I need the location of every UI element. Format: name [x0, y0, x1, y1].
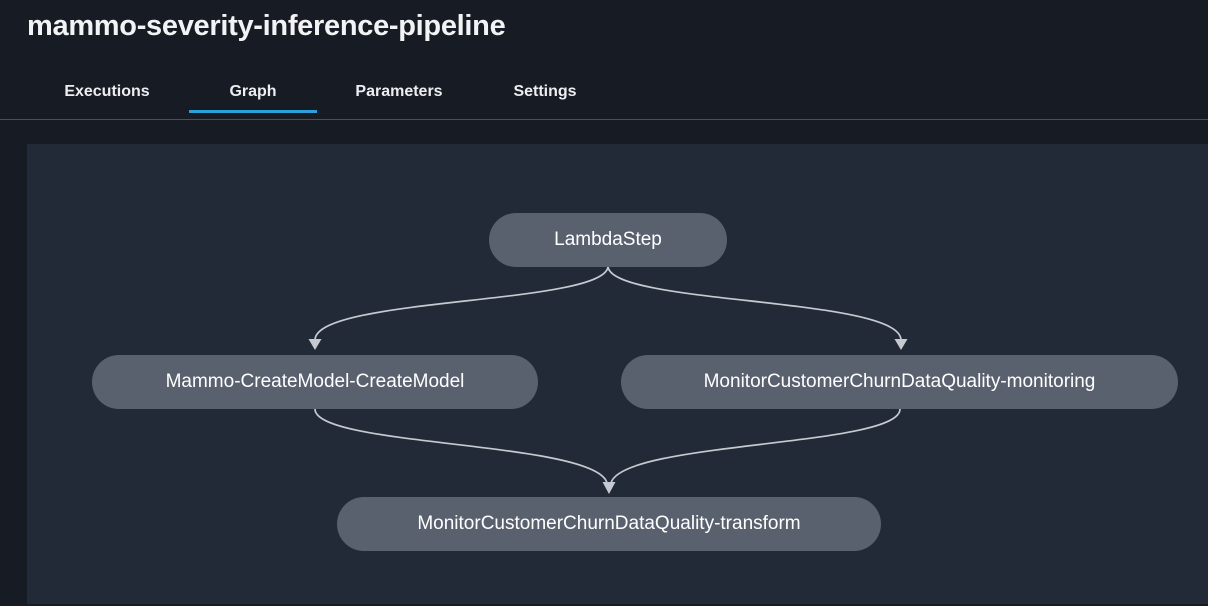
graph-node-label: LambdaStep — [554, 229, 662, 250]
edge-monitoring-to-transform — [610, 408, 901, 484]
pipeline-graph-canvas[interactable]: LambdaStep Mammo-CreateModel-CreateModel… — [27, 144, 1208, 604]
graph-node-createmodel[interactable]: Mammo-CreateModel-CreateModel — [92, 355, 538, 409]
tab-graph[interactable]: Graph — [189, 82, 317, 113]
tab-bar: Executions Graph Parameters Settings — [43, 82, 1208, 113]
graph-node-label: Mammo-CreateModel-CreateModel — [165, 371, 465, 392]
tab-bar-divider — [0, 119, 1208, 120]
tab-settings[interactable]: Settings — [513, 83, 577, 100]
tab-executions[interactable]: Executions — [64, 83, 150, 100]
tab-parameters[interactable]: Parameters — [355, 83, 443, 100]
arrowhead-icon-transform — [602, 482, 616, 494]
arrowhead-icon-createmodel — [308, 339, 322, 350]
edge-createmodel-to-transform — [314, 408, 608, 484]
graph-node-transform[interactable]: MonitorCustomerChurnDataQuality-transfor… — [337, 497, 881, 551]
arrowhead-icon-monitoring — [894, 339, 908, 350]
graph-node-label: MonitorCustomerChurnDataQuality-transfor… — [417, 513, 801, 534]
graph-node-monitoring[interactable]: MonitorCustomerChurnDataQuality-monitori… — [621, 355, 1178, 409]
graph-node-lambdastep[interactable]: LambdaStep — [489, 213, 727, 267]
page-title: mammo-severity-inference-pipeline — [27, 10, 506, 42]
graph-node-label: MonitorCustomerChurnDataQuality-monitori… — [703, 371, 1096, 392]
graph-edges — [308, 266, 908, 494]
edge-lambdastep-to-createmodel — [314, 266, 609, 341]
edge-lambdastep-to-monitoring — [607, 266, 902, 341]
